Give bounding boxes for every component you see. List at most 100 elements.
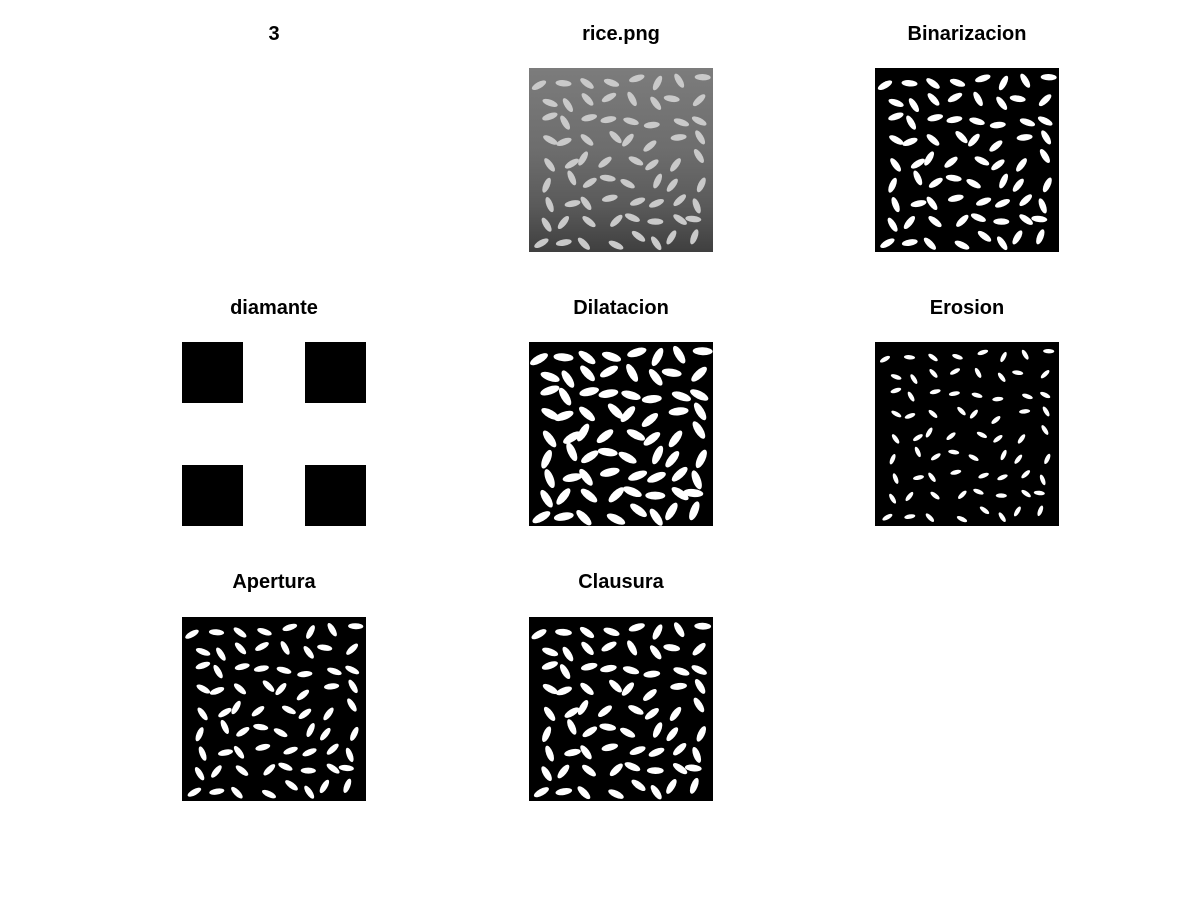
- rice-grain: [907, 391, 915, 402]
- rice-grain: [905, 491, 914, 502]
- rice-grain: [641, 394, 662, 404]
- rice-grain: [564, 158, 579, 169]
- rice-grain: [949, 368, 961, 375]
- rice-grain: [345, 747, 354, 763]
- rice-grain: [1038, 198, 1047, 214]
- rice-grain: [696, 177, 706, 193]
- rice-grains-binary: [877, 73, 1057, 251]
- rice-grain: [650, 785, 662, 800]
- rice-grain: [670, 158, 681, 172]
- rice-grain: [957, 406, 966, 416]
- rice-grains-closed: [531, 622, 712, 800]
- rice-grain: [926, 134, 940, 146]
- rice-grain: [1031, 215, 1048, 223]
- rice-grain: [195, 661, 211, 670]
- rice-grain: [623, 486, 642, 498]
- rice-grain: [695, 130, 706, 145]
- rice-grain: [540, 489, 553, 508]
- rice-grain: [647, 218, 664, 225]
- rice-grain: [213, 664, 223, 679]
- rice-grain: [904, 514, 916, 519]
- rice-grain: [877, 80, 893, 91]
- rice-grain: [947, 92, 963, 103]
- rice-grain: [978, 472, 989, 479]
- rice-grain: [652, 624, 663, 640]
- rice-grain: [910, 374, 918, 384]
- rice-grain: [545, 745, 554, 762]
- rice-grain: [208, 629, 225, 636]
- rice-grain: [564, 748, 581, 757]
- rice-grain: [652, 75, 663, 91]
- rice-grain: [914, 446, 921, 458]
- rice-grain: [668, 430, 683, 448]
- rice-grain: [889, 135, 904, 145]
- rice-grain: [255, 642, 269, 651]
- rice-grain: [944, 156, 958, 168]
- subplot-title-dilatacion: Dilatacion: [573, 297, 669, 319]
- rice-grain: [663, 95, 680, 103]
- rice-grain: [603, 78, 620, 87]
- rice-grain: [620, 406, 636, 423]
- rice-grain: [880, 355, 890, 363]
- rice-grain: [580, 682, 594, 696]
- rice-grain: [562, 98, 574, 113]
- rice-grain: [666, 230, 677, 245]
- rice-grain: [889, 493, 897, 504]
- rice-grain: [1000, 449, 1007, 461]
- rice-grain: [302, 748, 317, 757]
- rice-grain: [580, 78, 594, 89]
- rice-grain: [977, 349, 989, 356]
- rice-grain: [544, 469, 555, 489]
- rice-grain: [973, 488, 984, 495]
- rice-grain: [1012, 230, 1023, 245]
- rice-grain: [1019, 214, 1033, 225]
- rice-grain: [888, 98, 904, 107]
- rice-grain: [684, 764, 702, 772]
- rice-grain: [631, 779, 646, 792]
- rice-grain: [930, 453, 941, 461]
- rice-grain: [544, 158, 555, 172]
- rice-grain: [927, 93, 940, 106]
- subplot-title-erosion: Erosion: [929, 297, 1005, 319]
- rice-grain: [995, 198, 1010, 208]
- rice-grain: [600, 467, 620, 477]
- rice-grain: [891, 434, 900, 444]
- rice-grain: [338, 764, 354, 772]
- rice-grain: [1039, 474, 1046, 486]
- rice-grain: [327, 622, 337, 637]
- rice-grain: [1033, 490, 1045, 496]
- rice-grain: [531, 80, 547, 91]
- rice-grain: [903, 355, 916, 360]
- rice-grain: [556, 137, 572, 147]
- rice-grain: [673, 622, 685, 638]
- rice-grain: [645, 159, 659, 171]
- rice-grain: [530, 353, 548, 366]
- rice-grain: [888, 112, 904, 121]
- rice-grain: [621, 390, 641, 401]
- rice-grain: [555, 80, 572, 87]
- rice-grain: [601, 641, 617, 652]
- rice-grain: [298, 708, 312, 719]
- rice-grain: [912, 475, 925, 481]
- rice-grain: [599, 174, 616, 182]
- rice-grain: [628, 705, 644, 715]
- rice-grain: [949, 78, 966, 87]
- rice-grain: [542, 647, 559, 657]
- rice-grains-opened: [185, 622, 364, 799]
- rice-grain: [306, 625, 315, 639]
- rice-grain: [234, 642, 247, 655]
- rice-grain: [296, 689, 310, 701]
- rice-grain: [968, 133, 980, 147]
- rice-grain: [580, 365, 595, 382]
- rice-grain: [278, 762, 293, 771]
- rice-grain: [630, 503, 647, 518]
- rice-grain: [623, 117, 639, 126]
- rice-grain: [622, 133, 634, 147]
- rice-grain: [670, 134, 687, 141]
- diamante-block-top-right: [305, 342, 366, 403]
- rice-grain: [580, 745, 592, 760]
- rice-grain: [929, 369, 938, 378]
- rice-grain: [643, 140, 657, 152]
- rice-grain: [926, 78, 940, 89]
- rice-grain: [596, 429, 614, 444]
